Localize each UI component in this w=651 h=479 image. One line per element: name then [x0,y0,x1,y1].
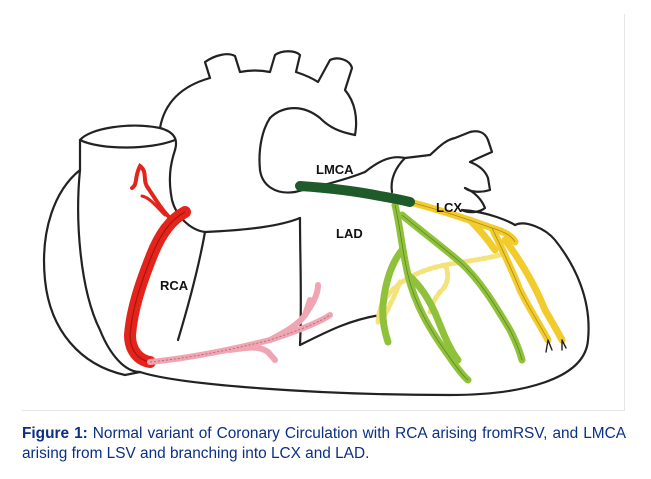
label-lmca: LMCA [316,162,354,177]
lad-outline [394,204,523,381]
heart-outline [43,50,590,397]
lmca-artery [295,181,415,207]
lcx-outline [409,201,549,341]
rca-artery [124,162,191,368]
lcx-artery [406,198,566,344]
label-lad: LAD [336,226,363,241]
caption-prefix: Figure 1: [22,425,88,442]
rca-pink-branch [147,282,333,365]
lcx-tips [545,339,567,353]
caption-text: Normal variant of Coronary Circulation w… [22,425,626,462]
figure-caption: Figure 1: Normal variant of Coronary Cir… [22,424,626,464]
rca-pink-outline [149,314,331,363]
label-lcx: LCX [436,200,462,215]
figure-frame [22,14,625,411]
label-rca: RCA [160,278,189,293]
